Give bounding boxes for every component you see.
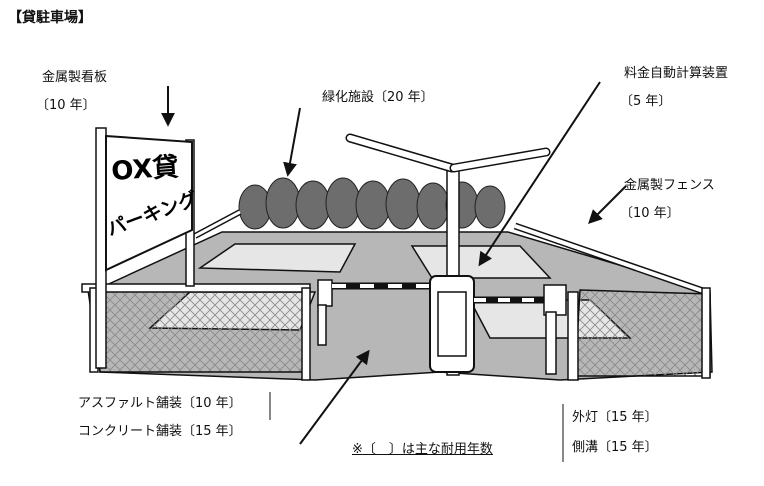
label-fare-machine-years: 〔5 年〕 bbox=[620, 94, 672, 109]
tree-row bbox=[238, 177, 506, 230]
barrier-gate-left bbox=[317, 279, 440, 346]
label-concrete: コンクリート舗装〔15 年〕 bbox=[78, 424, 242, 439]
label-metal-fence: 金属製フェンス bbox=[624, 178, 715, 193]
label-greenery: 緑化施設〔20 年〕 bbox=[322, 90, 434, 105]
sign-text-line1: OX貸 bbox=[110, 151, 179, 187]
parking-bay-left-back bbox=[197, 243, 357, 273]
sign-board: OX貸 パーキング bbox=[95, 127, 200, 369]
useful-life-note: ※〔 〕は主な耐用年数 bbox=[352, 442, 493, 457]
label-fare-machine: 料金自動計算装置 bbox=[624, 66, 729, 81]
label-asphalt: アスファルト舗装〔10 年〕 bbox=[78, 396, 242, 411]
label-outdoor-light: 外灯〔15 年〕 bbox=[572, 410, 658, 425]
label-metal-sign: 金属製看板 bbox=[42, 70, 108, 85]
label-metal-sign-years: 〔10 年〕 bbox=[36, 98, 96, 113]
label-metal-fence-years: 〔10 年〕 bbox=[620, 206, 680, 221]
fare-machine bbox=[429, 275, 475, 373]
page-title: 【貸駐車場】 bbox=[8, 10, 92, 26]
barrier-gate-right bbox=[474, 284, 567, 375]
fence-right-mesh bbox=[574, 289, 711, 377]
label-gutter: 側溝〔15 年〕 bbox=[572, 440, 658, 455]
fence-left-mesh bbox=[87, 289, 309, 373]
